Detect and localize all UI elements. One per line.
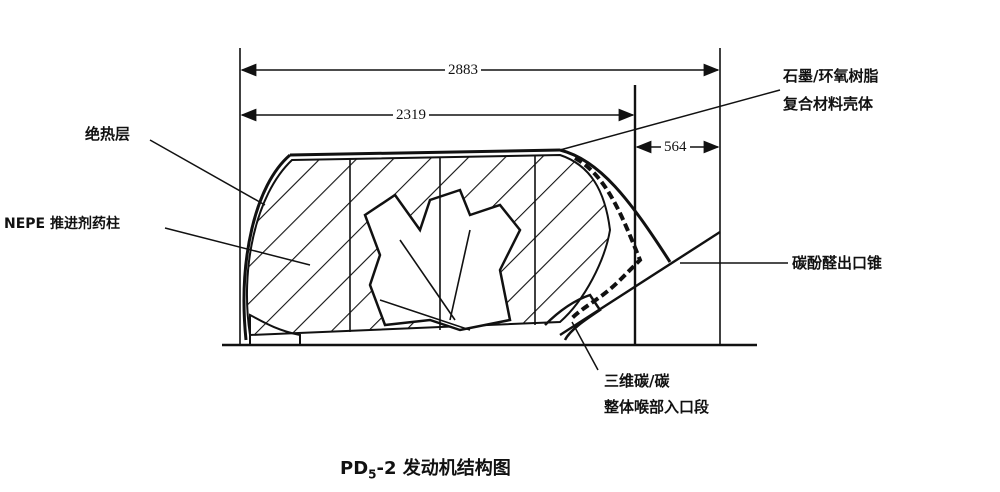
label-throat-line2: 整体喉部入口段 xyxy=(604,398,710,416)
label-exit-cone: 碳酚醛出口锥 xyxy=(792,254,883,272)
forward-insulation xyxy=(249,313,301,346)
aft-dome xyxy=(559,148,672,263)
aft-insulation xyxy=(568,156,643,322)
leader-throat xyxy=(571,321,599,371)
leader-insulation xyxy=(149,139,266,206)
forward-dome xyxy=(242,153,291,341)
label-propellant: NEPE 推进剂药柱 xyxy=(4,216,120,232)
caption-prefix: PD xyxy=(340,458,369,479)
dim-nozzle-length: 564 xyxy=(661,139,690,155)
throat-insert xyxy=(544,293,602,341)
label-insulation: 绝热层 xyxy=(85,125,131,143)
grain-bore-slot xyxy=(363,188,522,332)
case-top xyxy=(289,148,561,157)
leader-case xyxy=(559,89,781,151)
label-case-line2: 复合材料壳体 xyxy=(783,95,874,113)
leader-propellant xyxy=(164,227,311,266)
caption-subscript: 5 xyxy=(368,467,377,482)
caption-suffix: -2 发动机结构图 xyxy=(376,458,511,479)
label-throat-line1: 三维碳/碳 xyxy=(604,372,670,390)
label-case-line1: 石墨/环氧树脂 xyxy=(783,67,879,85)
dim-overall-length: 2883 xyxy=(445,62,481,78)
dim-case-length: 2319 xyxy=(393,107,429,123)
figure-caption: PD5-2 发动机结构图 xyxy=(340,454,511,482)
